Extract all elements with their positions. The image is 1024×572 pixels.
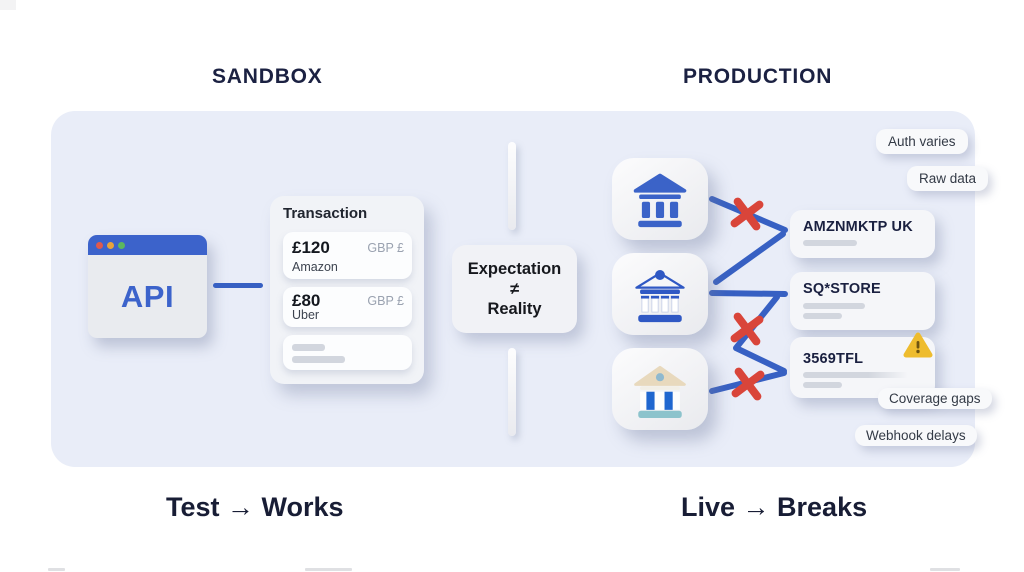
transaction-amount: £120 (292, 238, 330, 257)
merchant-card-sqstore: SQ*STORE (790, 272, 935, 330)
outlined-columned-bank-icon (635, 269, 685, 323)
transaction-card-title: Transaction (283, 205, 368, 222)
transaction-card: Transaction £120 GBP £ Amazon £80 GBP £ … (270, 196, 424, 384)
api-browser-window: API (88, 235, 207, 338)
tag-coverage-gaps: Coverage gaps (878, 388, 992, 409)
transaction-row-placeholder (283, 335, 412, 370)
placeholder-line (803, 303, 865, 309)
cutoff-content (305, 568, 352, 571)
production-header: PRODUCTION (683, 65, 833, 88)
transaction-currency: GBP £ (367, 241, 404, 255)
api-label: API (120, 278, 175, 314)
bank-card-3 (612, 348, 708, 430)
tan-roof-teal-base-bank-icon (634, 365, 686, 418)
production-caption: Live → Breaks (681, 492, 868, 522)
bank-card-2 (612, 253, 708, 335)
merchant-name: SQ*STORE (803, 281, 881, 297)
placeholder-line (803, 372, 908, 378)
tag-auth-varies: Auth varies (876, 129, 968, 154)
bank-card-1 (612, 158, 708, 240)
tag-raw-data: Raw data (907, 166, 989, 191)
window-dot-red-icon (96, 242, 103, 249)
placeholder-line (803, 313, 842, 319)
reality-text: Reality (487, 300, 542, 318)
window-dot-green-icon (118, 242, 125, 249)
merchant-card-amznmktp: AMZNMKTP UK (790, 210, 935, 258)
window-title-bar (88, 235, 207, 255)
transaction-merchant: Uber (292, 308, 320, 322)
merchant-name: AMZNMKTP UK (803, 219, 913, 235)
transaction-amount: £80 (292, 291, 321, 310)
not-equal-symbol: ≠ (509, 280, 520, 298)
transaction-row: £120 GBP £ Amazon (283, 232, 412, 279)
transaction-merchant: Amazon (292, 260, 338, 274)
merchant-name: 3569TFL (803, 351, 864, 367)
transaction-row: £80 GBP £ Uber (283, 287, 412, 327)
cutoff-content (48, 568, 65, 571)
sandbox-caption: Test → Works (166, 492, 344, 522)
transaction-currency: GBP £ (367, 294, 404, 308)
divider-top (508, 142, 516, 230)
sandbox-header: SANDBOX (212, 65, 323, 88)
placeholder-line (292, 344, 325, 351)
placeholder-line (292, 356, 345, 363)
warning-icon (903, 332, 933, 358)
tag-webhook-delays: Webhook delays (855, 425, 977, 446)
classic-blue-bank-icon (633, 173, 687, 228)
expectation-text: Expectation (467, 260, 562, 278)
placeholder-line (803, 240, 857, 246)
window-dot-yellow-icon (107, 242, 114, 249)
placeholder-line (803, 382, 842, 388)
divider-bottom (508, 348, 516, 436)
corner-artifact (0, 0, 16, 10)
expectation-reality-box: Expectation ≠ Reality (452, 245, 577, 333)
api-to-transaction-connector (213, 283, 263, 288)
cutoff-content (930, 568, 960, 571)
